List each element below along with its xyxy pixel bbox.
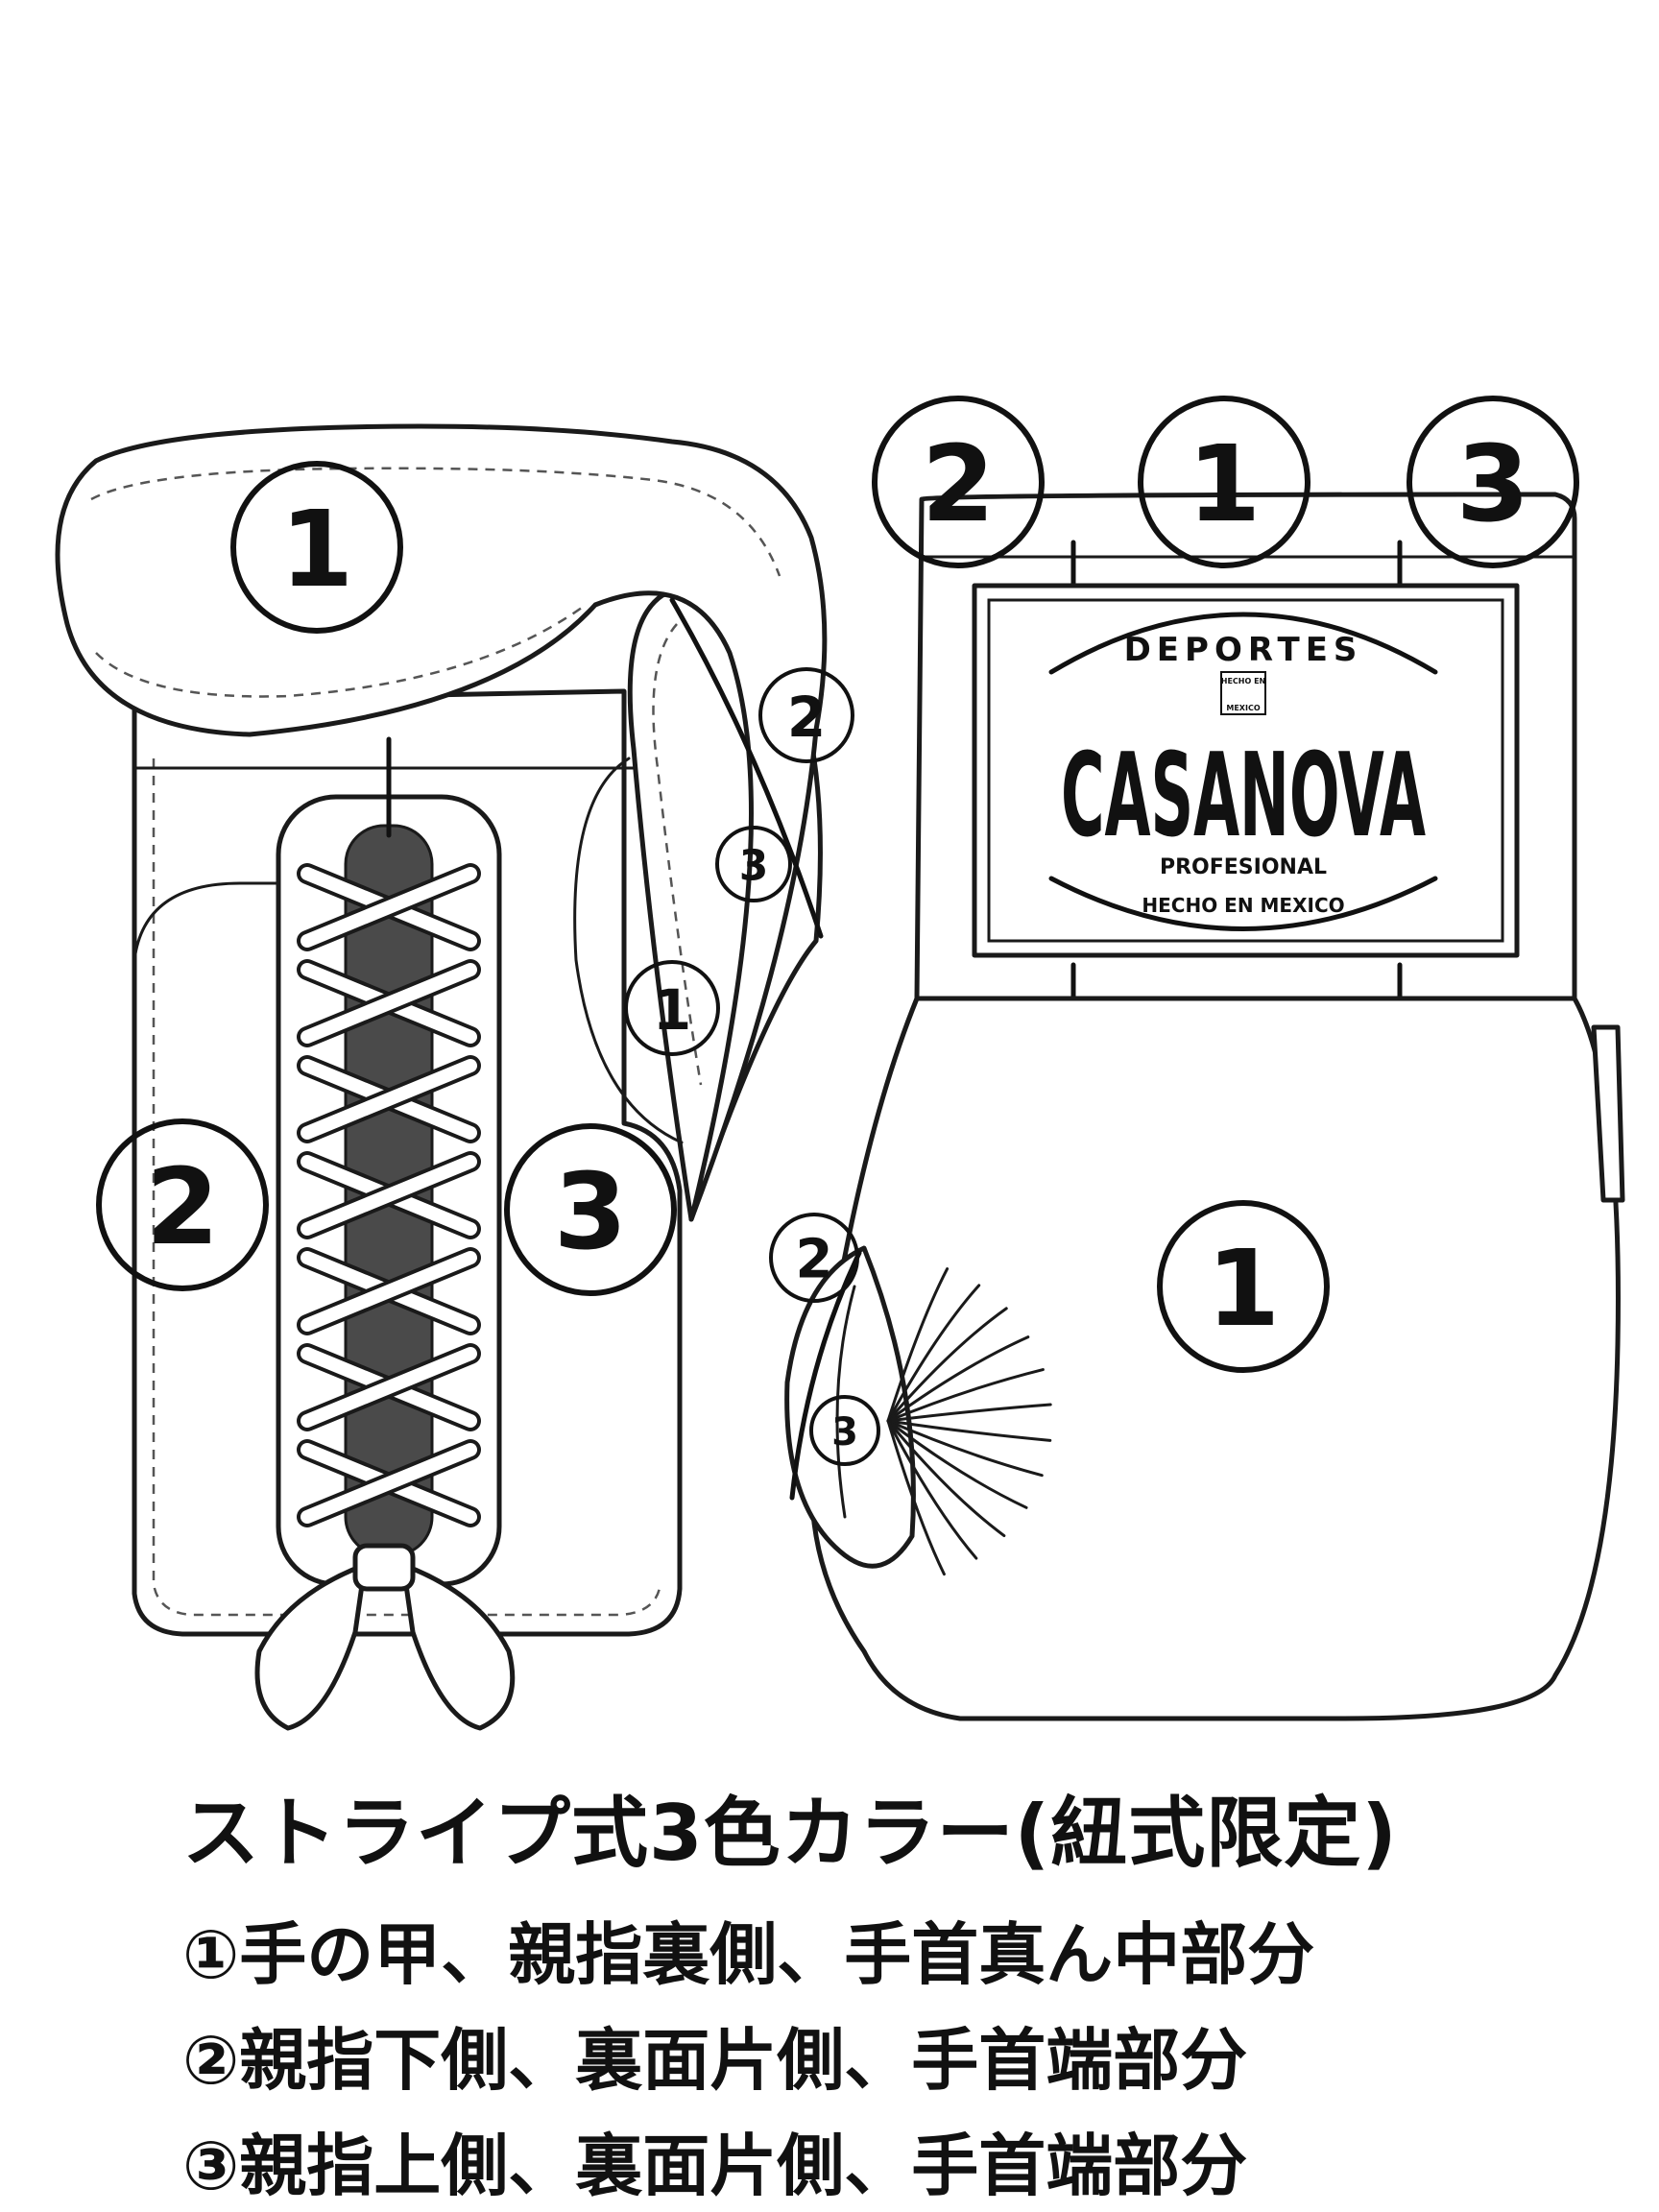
marker-left-thumb-one: 1 — [624, 960, 720, 1056]
lace-knot — [352, 1543, 416, 1592]
knuckle-fold — [886, 1335, 1030, 1423]
lace-strand — [301, 1155, 477, 1236]
right-glove-thumb — [784, 1245, 916, 1569]
marker-right-thumb-two: 2 — [769, 1213, 859, 1303]
knuckle-fold — [886, 1403, 1052, 1423]
caption-line-1: ①手の甲、親指裏側、手首真ん中部分 — [182, 1915, 1315, 1994]
glove-diagram: DEPORTES HECHO EN MEXICO CASANOVA PROFES… — [55, 396, 1625, 1731]
knuckle-fold — [886, 1419, 1006, 1538]
left-glove — [55, 423, 828, 1731]
logo-hecho: HECHO EN MEXICO — [1142, 894, 1344, 917]
left-thumb-stitch — [652, 623, 703, 1086]
lace-strand — [301, 1059, 477, 1140]
marker-left-cuff-mid-label: 3 — [554, 1150, 628, 1273]
left-thumb-inner — [573, 757, 684, 1144]
marker-left-thumb-two-label: 2 — [787, 685, 826, 750]
knuckle-fold — [886, 1419, 1028, 1509]
knuckle-fold — [886, 1368, 1045, 1423]
lace-strand — [301, 867, 477, 948]
caption-line-3: ③親指上側、裏面片側、手首端部分 — [182, 2127, 1248, 2205]
marker-right-cuff-left-label: 2 — [922, 422, 996, 545]
label-inner-frame — [987, 598, 1504, 943]
marker-right-cuff-right: 3 — [1407, 396, 1579, 568]
left-fist-stitch — [90, 467, 781, 577]
left-glove-fist — [55, 423, 828, 1222]
marker-left-back-label: 1 — [280, 488, 354, 611]
knuckle-fold — [886, 1267, 950, 1423]
marker-left-cuff-mid: 3 — [504, 1123, 677, 1296]
marker-left-thumb-three-label: 3 — [739, 842, 769, 891]
lace-strand — [301, 1443, 477, 1524]
knuckle-folds — [886, 1267, 1052, 1576]
left-fist-stitch-low — [95, 603, 587, 698]
marker-right-thumb-three: 3 — [809, 1395, 880, 1466]
logo-profesional: PROFESIONAL — [1160, 855, 1327, 879]
logo-arc-top — [1048, 612, 1438, 675]
marker-right-back-label: 1 — [1207, 1227, 1281, 1350]
knuckle-fold — [886, 1307, 1008, 1423]
lace-strand — [301, 1347, 477, 1428]
left-cuff-side-panel — [132, 881, 280, 962]
marker-left-thumb-two: 2 — [758, 667, 854, 763]
lace-strand — [301, 1251, 477, 1332]
zone-markers: 1 2 3 2 3 1 2 1 — [96, 396, 1579, 1466]
marker-right-back: 1 — [1157, 1200, 1330, 1373]
laces — [297, 863, 481, 1527]
caption-line-2: ②親指下側、裏面片側、手首端部分 — [182, 2021, 1248, 2100]
knuckle-fold — [886, 1419, 1052, 1442]
marker-left-back: 1 — [230, 461, 403, 634]
marker-left-thumb-one-label: 1 — [653, 977, 691, 1043]
lace-bow-left — [254, 1562, 368, 1731]
marker-right-thumb-two-label: 2 — [796, 1229, 833, 1291]
stripe-line-thumb — [789, 1250, 862, 1501]
marker-right-thumb-three-label: 3 — [831, 1410, 858, 1455]
knuckle-fold — [886, 1284, 981, 1423]
casanova-logo: DEPORTES HECHO EN MEXICO CASANOVA PROFES… — [1048, 612, 1438, 931]
logo-arc-bottom — [1048, 876, 1438, 931]
stripe-line-left-thumb — [669, 597, 824, 939]
side-tag — [1591, 1024, 1625, 1203]
marker-left-cuff-side: 2 — [96, 1118, 269, 1291]
knuckle-fold — [886, 1419, 978, 1560]
caption-title: ストライプ式3色カラー(紐式限定) — [182, 1789, 1398, 1878]
logo-badge — [1220, 671, 1266, 715]
marker-right-cuff-right-label: 3 — [1456, 422, 1530, 545]
lace-strand — [301, 963, 477, 1044]
label-frame — [972, 583, 1520, 958]
marker-left-cuff-side-label: 2 — [146, 1145, 220, 1268]
logo-casanova: CASANOVA — [1061, 730, 1426, 863]
logo-badge-bottom: MEXICO — [1226, 704, 1260, 712]
left-cuff-stitch — [152, 758, 662, 1617]
logo-deportes: DEPORTES — [1124, 631, 1363, 669]
lace-bow-right — [400, 1562, 516, 1731]
knuckle-fold — [886, 1419, 1044, 1478]
marker-right-cuff-left: 2 — [872, 396, 1045, 568]
right-glove-body — [809, 996, 1621, 1721]
logo-badge-top: HECHO EN — [1221, 677, 1265, 685]
marker-right-cuff-mid-label: 1 — [1188, 422, 1262, 545]
marker-right-cuff-mid: 1 — [1138, 396, 1310, 568]
right-glove: DEPORTES HECHO EN MEXICO CASANOVA PROFES… — [784, 492, 1625, 1721]
knuckle-fold — [886, 1419, 946, 1576]
marker-left-thumb-three: 3 — [715, 826, 792, 902]
